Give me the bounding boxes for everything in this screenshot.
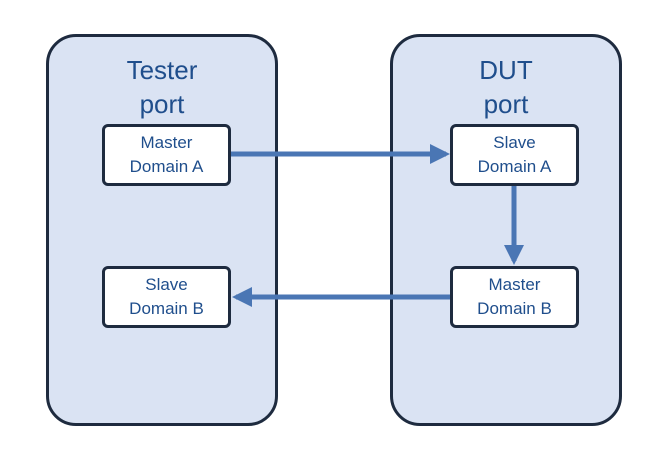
master-domain-a-line2: Domain A bbox=[129, 157, 204, 176]
tester-port-panel: Tester port bbox=[46, 34, 278, 426]
slave-domain-b-line2: Domain B bbox=[129, 299, 204, 318]
dut-port-title: DUT port bbox=[393, 53, 619, 121]
slave-domain-b-line1: Slave bbox=[145, 275, 188, 294]
tester-port-title-line1: Tester bbox=[126, 55, 198, 85]
master-domain-b-line2: Domain B bbox=[477, 299, 552, 318]
slave-domain-a-line1: Slave bbox=[493, 133, 536, 152]
dut-port-title-line1: DUT bbox=[479, 55, 533, 85]
master-domain-a-box: Master Domain A bbox=[102, 124, 231, 186]
slave-domain-a-line2: Domain A bbox=[477, 157, 552, 176]
tester-port-title-line2: port bbox=[139, 89, 185, 119]
master-domain-b-line1: Master bbox=[488, 275, 541, 294]
master-domain-b-box: Master Domain B bbox=[450, 266, 579, 328]
slave-domain-b-box: Slave Domain B bbox=[102, 266, 231, 328]
dut-port-panel: DUT port bbox=[390, 34, 622, 426]
slave-domain-a-box: Slave Domain A bbox=[450, 124, 579, 186]
master-domain-a-line1: Master bbox=[140, 133, 193, 152]
dut-port-title-line2: port bbox=[483, 89, 529, 119]
tester-port-title: Tester port bbox=[49, 53, 275, 121]
